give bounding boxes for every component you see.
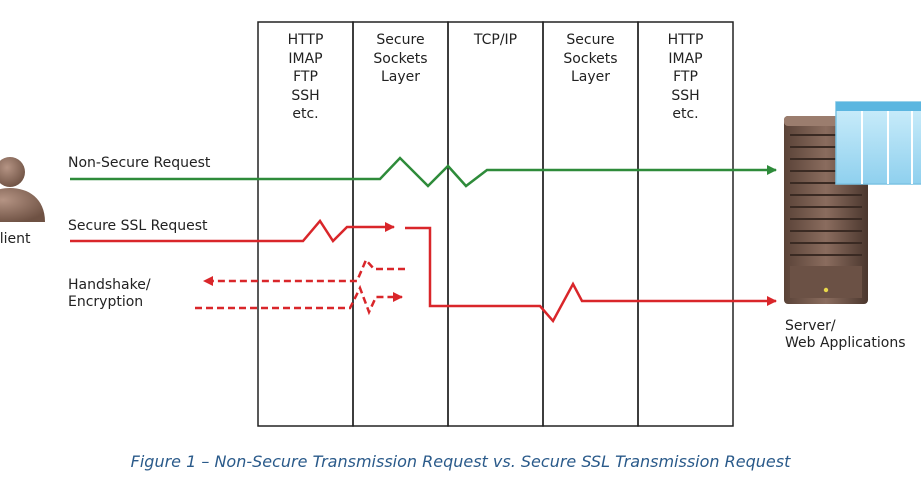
handshake-send-arrow (195, 284, 403, 316)
handshake-return-arrow (203, 257, 405, 286)
client-person-icon (0, 157, 45, 222)
server-label: Server/Web Applications (785, 318, 906, 351)
non-secure-request-line (70, 156, 777, 188)
layer-column-3 (447, 21, 544, 427)
web-app-window-icon (835, 101, 921, 185)
client-label: Client (0, 231, 31, 247)
non-secure-request-label: Non-Secure Request (68, 155, 211, 171)
handshake-label: Handshake/Encryption (68, 277, 151, 310)
layer-label-3: TCP/IP (473, 32, 518, 48)
layer-column-5 (637, 21, 734, 427)
secure-ssl-request-label: Secure SSL Request (68, 218, 208, 234)
secure-request-line-1 (70, 218, 395, 243)
layer-columns (257, 21, 734, 427)
secure-request-line-2 (405, 226, 777, 324)
figure-caption: Figure 1 – Non-Secure Transmission Reque… (130, 452, 791, 471)
